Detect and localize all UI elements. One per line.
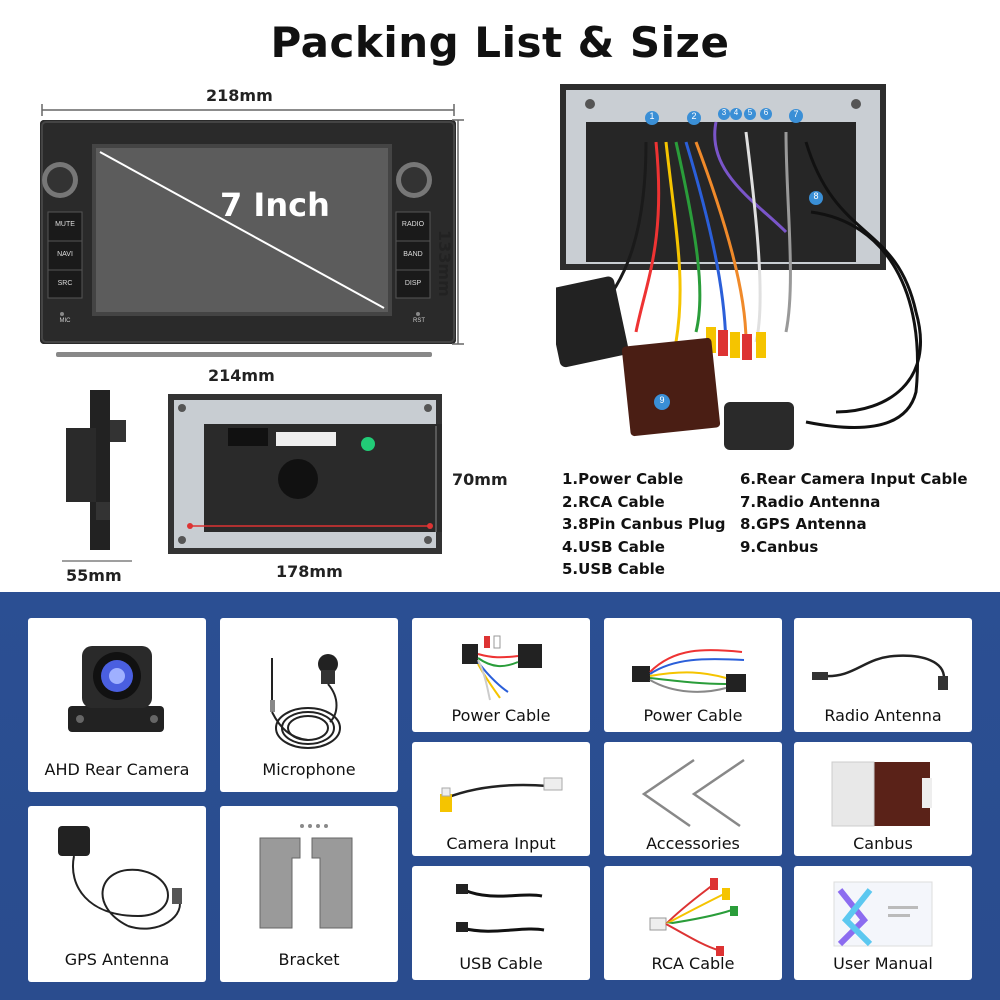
connector-badge-7: 7 [793, 109, 799, 119]
cable-legend-col2: 6.Rear Camera Input Cable 7.Radio Antenn… [740, 468, 968, 558]
connector-badge-9: 9 [659, 395, 665, 405]
item-label: USB Cable [459, 954, 543, 973]
item-card-microphone: Microphone [220, 618, 398, 792]
screen-size-label: 7 Inch [220, 186, 330, 224]
connector-badge-6: 6 [763, 108, 769, 117]
dim-height: 133mm [435, 230, 454, 297]
legend-item: 1.Power Cable [562, 470, 684, 488]
dim-width-top: 218mm [206, 86, 273, 105]
legend-item: 5.USB Cable [562, 560, 665, 578]
navi-button: NAVI [57, 251, 73, 258]
gps-antenna-icon [58, 826, 182, 930]
radio-button: RADIO [401, 221, 425, 228]
dim-back-width: 178mm [276, 562, 343, 581]
item-label: Power Cable [451, 706, 551, 725]
connector-badge-5: 5 [747, 108, 753, 117]
item-label: Radio Antenna [824, 706, 942, 725]
manual-icon [833, 881, 933, 947]
item-label: Microphone [262, 760, 356, 779]
src-button: SRC [57, 280, 73, 287]
cable-legend-col1: 1.Power Cable 2.RCA Cable 3.8Pin Canbus … [562, 468, 726, 581]
dim-back-height: 70mm [452, 470, 508, 489]
head-unit-back [168, 394, 442, 554]
removal-tool-icon [641, 758, 745, 828]
mute-button: MUTE [55, 221, 75, 228]
item-card-power-cable-2: Power Cable [604, 618, 782, 732]
dim-arrow-height [452, 119, 464, 345]
item-card-canbus: Canbus [794, 742, 972, 856]
item-label: Camera Input [446, 834, 556, 853]
connector-badge-8: 8 [813, 191, 819, 201]
page-title: Packing List & Size [270, 18, 730, 67]
camera-icon [68, 646, 164, 732]
connector-badge-3: 3 [721, 108, 727, 117]
item-card-usb-cable: USB Cable [412, 866, 590, 980]
disp-button: DISP [404, 280, 422, 287]
item-card-rca-cable: RCA Cable [604, 866, 782, 980]
camera-input-icon [440, 777, 563, 812]
item-card-gps-antenna: GPS Antenna [28, 806, 206, 982]
power-cable-icon [632, 649, 746, 693]
legend-item: 4.USB Cable [562, 537, 665, 556]
rca-cable-icon [649, 878, 738, 956]
wiring-diagram: 1 2 3 4 5 6 7 8 9 [556, 82, 980, 466]
item-label: RCA Cable [651, 954, 735, 973]
item-card-bracket: Bracket [220, 806, 398, 982]
usb-cable-icon [456, 884, 545, 933]
legend-item: 9.Canbus [740, 537, 819, 556]
legend-item: 8.GPS Antenna [740, 515, 867, 533]
item-label: GPS Antenna [64, 950, 170, 969]
band-button: BAND [403, 251, 423, 258]
antenna-icon [812, 654, 948, 690]
item-label: AHD Rear Camera [44, 760, 190, 779]
item-card-accessories: Accessories [604, 742, 782, 856]
item-card-user-manual: User Manual [794, 866, 972, 980]
item-card-camera-input: Camera Input [412, 742, 590, 856]
microphone-icon [270, 654, 341, 749]
item-label: User Manual [833, 954, 933, 973]
dim-bar-bottom [56, 352, 432, 357]
connector-badge-4: 4 [733, 108, 739, 117]
dim-depth: 55mm [66, 566, 122, 585]
legend-item: 2.RCA Cable [562, 492, 665, 511]
item-card-power-cable-1: Power Cable [412, 618, 590, 732]
dim-arrow-top [41, 104, 455, 116]
canbus-box-icon [831, 761, 932, 827]
item-card-radio-antenna: Radio Antenna [794, 618, 972, 732]
dim-width-bottom: 214mm [208, 366, 275, 385]
item-card-ahd-rear-camera: AHD Rear Camera [28, 618, 206, 792]
connector-badge-1: 1 [649, 111, 655, 121]
item-label: Bracket [278, 950, 340, 969]
head-unit-front: 7 Inch MUTE NAVI SRC MIC RADIO BAND DISP… [40, 120, 456, 344]
legend-item: 6.Rear Camera Input Cable [740, 470, 968, 488]
item-label: Accessories [646, 834, 740, 853]
rst-label: RST [413, 318, 425, 324]
connector-badge-2: 2 [691, 111, 697, 121]
legend-item: 7.Radio Antenna [740, 492, 881, 511]
head-unit-side [66, 390, 126, 550]
bracket-icon [259, 824, 353, 929]
legend-item: 3.8Pin Canbus Plug [562, 515, 726, 533]
item-label: Power Cable [643, 706, 743, 725]
power-cable-icon [462, 635, 542, 701]
mic-label: MIC [59, 318, 71, 324]
item-label: Canbus [853, 834, 913, 853]
